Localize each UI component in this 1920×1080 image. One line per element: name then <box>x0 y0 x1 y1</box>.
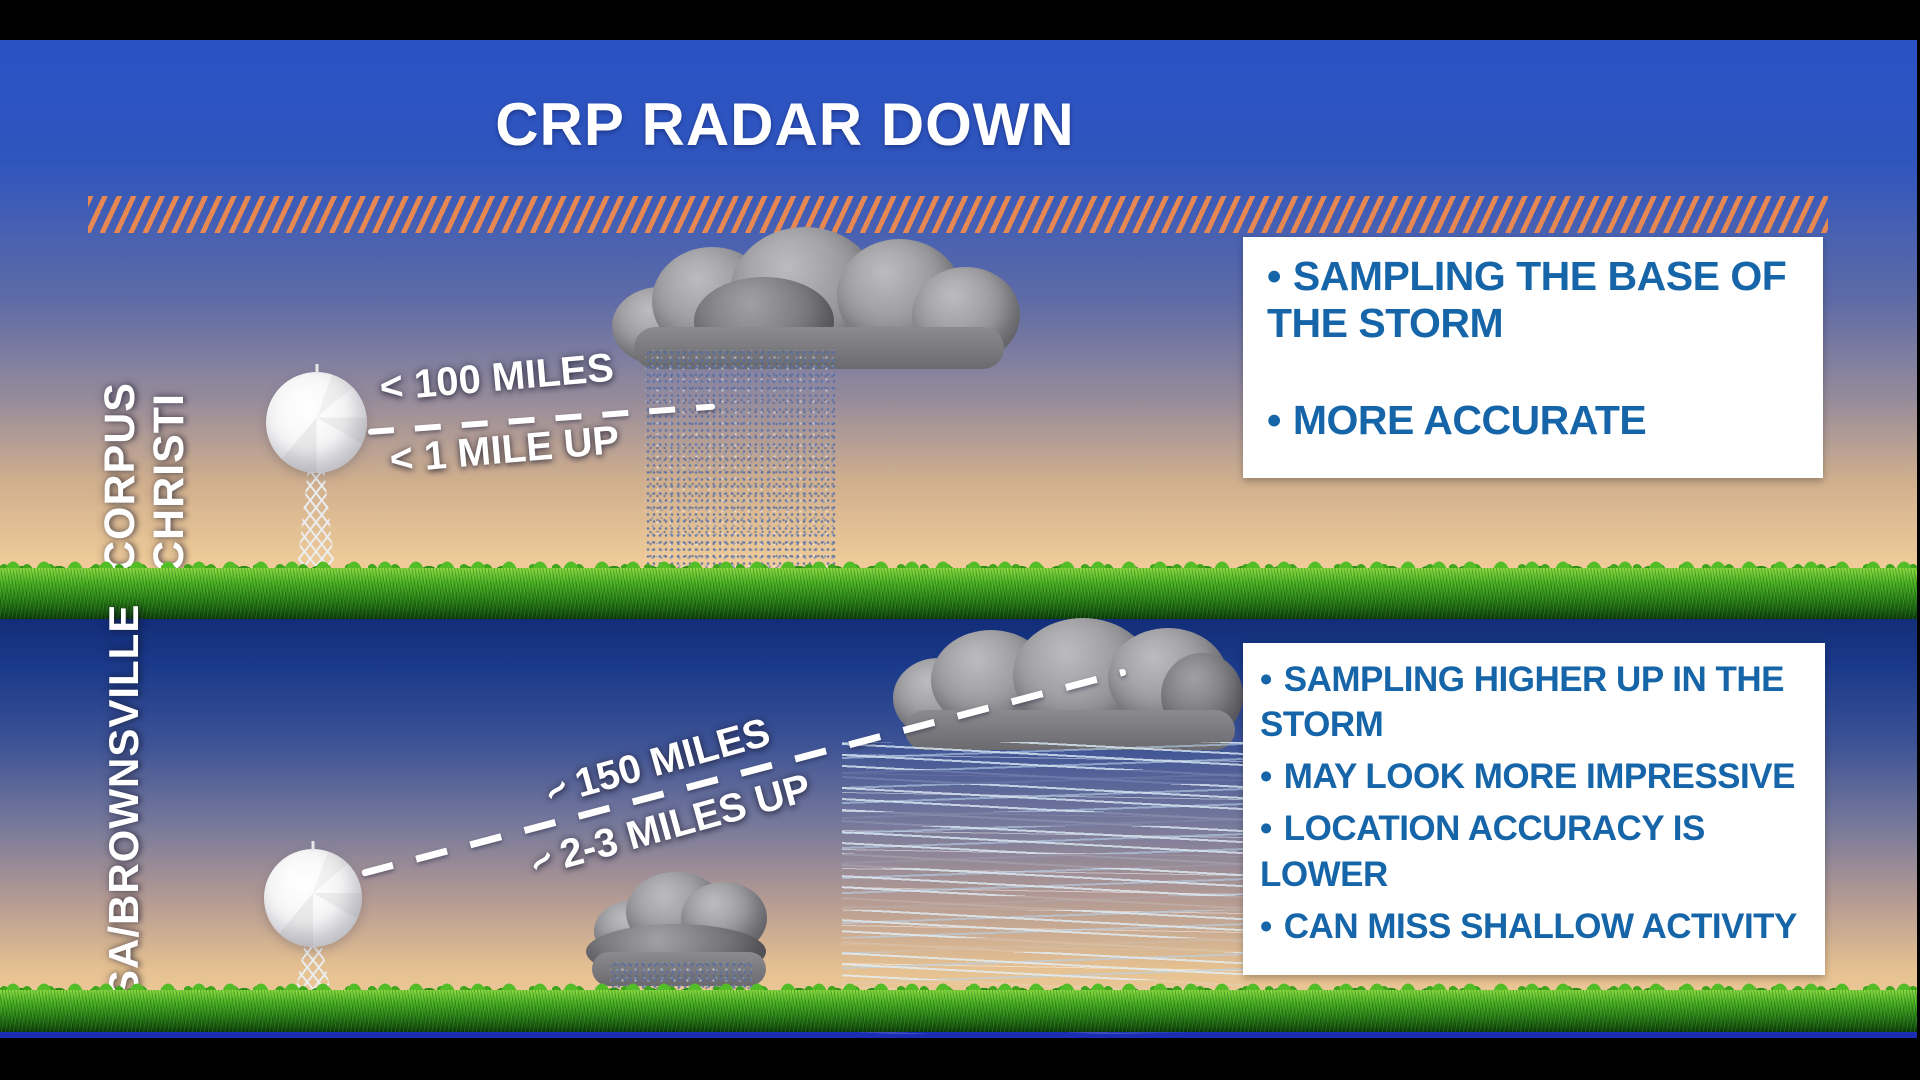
note-item: •SAMPLING THE BASE OF THE STORM <box>1267 253 1787 347</box>
bullet-icon: • <box>1260 906 1272 946</box>
bullet-icon: • <box>1260 809 1272 849</box>
note-item: •LOCATION ACCURACY IS LOWER <box>1260 809 1705 894</box>
radar-dome-icon <box>266 372 367 473</box>
radar-dome-icon <box>264 849 362 947</box>
hatched-stripe-decoration <box>88 196 1828 233</box>
storm-cloud <box>612 225 1022 369</box>
note-item: •SAMPLING HIGHER UP IN THE STORM <box>1260 660 1785 745</box>
panel-label-sa-brownsville: SA/BROWNSVILLE <box>100 603 147 998</box>
grass-divider <box>0 549 1917 619</box>
ground-grass <box>0 971 1917 1032</box>
bullet-icon: • <box>1260 757 1272 797</box>
note-item: •MAY LOOK MORE IMPRESSIVE <box>1260 757 1795 797</box>
grass-band <box>0 990 1917 1032</box>
bullet-icon: • <box>1267 397 1281 444</box>
bullet-icon: • <box>1260 660 1272 699</box>
page-title: CRP RADAR DOWN <box>495 91 1075 158</box>
notes-box-sa-brownsville: •SAMPLING HIGHER UP IN THE STORM •MAY LO… <box>1243 643 1825 975</box>
note-item: •CAN MISS SHALLOW ACTIVITY <box>1260 906 1797 946</box>
bottom-navy-divider <box>0 1032 1917 1038</box>
panel-label-corpus-christi: CORPUS CHRISTI <box>96 382 193 572</box>
bullet-icon: • <box>1267 253 1281 299</box>
note-item: •MORE ACCURATE <box>1267 397 1647 444</box>
notes-box-corpus-christi: •SAMPLING THE BASE OF THE STORM •MORE AC… <box>1243 237 1823 478</box>
grass-band <box>0 568 1917 619</box>
